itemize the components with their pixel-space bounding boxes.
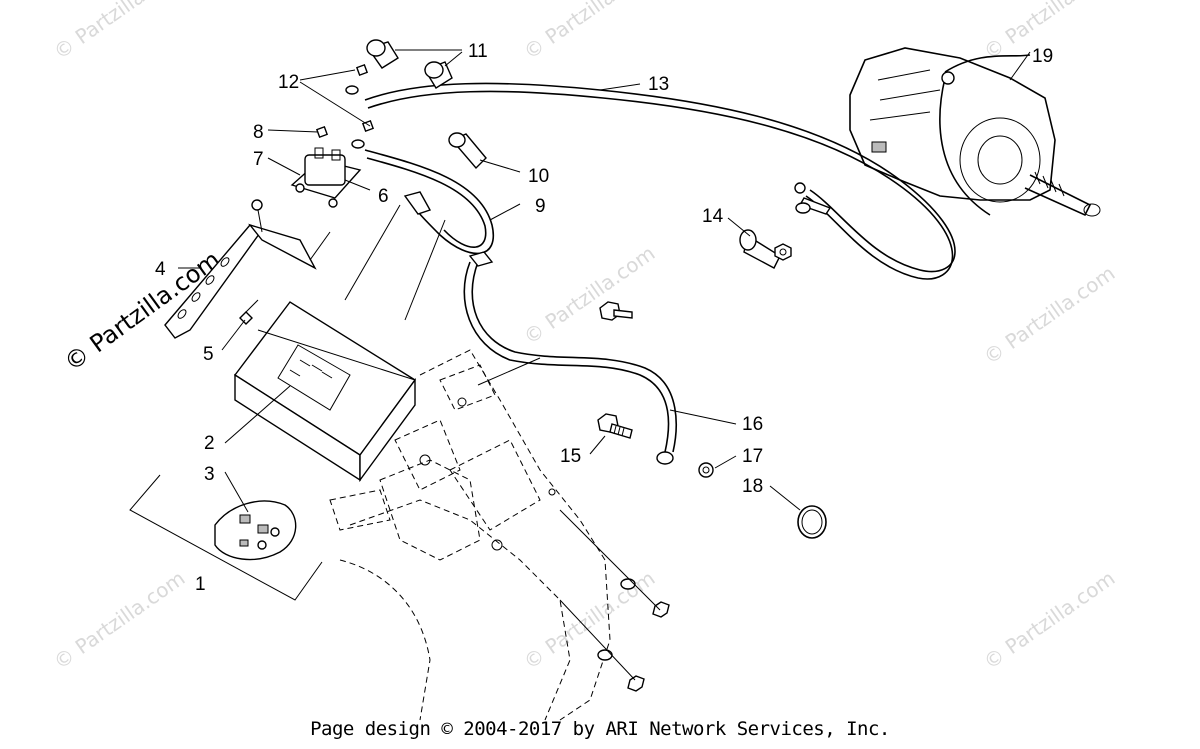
callout-10: 10 <box>528 166 549 187</box>
watermark-layer: © Partzilla.com © Partzilla.com © Partzi… <box>49 0 1119 674</box>
bolt-15 <box>597 413 633 439</box>
callout-9: 9 <box>535 196 546 217</box>
hardware-kit-3 <box>214 500 297 561</box>
solenoid-7 <box>290 147 362 208</box>
clamp-18 <box>797 505 827 539</box>
bracket-4 <box>164 199 317 339</box>
frame-outline <box>329 349 611 721</box>
callout-1: 1 <box>195 574 206 595</box>
callout-labels: 1 2 3 4 5 6 7 8 9 10 11 12 13 14 15 16 1… <box>155 41 1053 595</box>
callout-13: 13 <box>648 74 669 95</box>
kit-bracket-1 <box>129 474 323 601</box>
leader-lines <box>178 49 1031 513</box>
starter-motor <box>849 47 1101 217</box>
watermark: © Partzilla.com <box>49 566 189 674</box>
cable-9 <box>364 132 495 255</box>
callout-6: 6 <box>378 186 389 207</box>
callout-5: 5 <box>203 344 214 365</box>
watermark: © Partzilla.com <box>519 241 659 349</box>
watermark: © Partzilla.com <box>519 0 659 64</box>
watermark: © Partzilla.com <box>979 261 1119 369</box>
callout-15: 15 <box>560 446 581 467</box>
watermark: © Partzilla.com <box>519 566 659 674</box>
lower-fasteners <box>559 509 670 692</box>
watermark: © Partzilla.com <box>49 0 189 64</box>
callout-7: 7 <box>253 149 264 170</box>
callout-2: 2 <box>204 433 215 454</box>
callout-8: 8 <box>253 122 264 143</box>
callout-12: 12 <box>278 72 299 93</box>
cable-13 <box>364 82 956 280</box>
callout-16: 16 <box>742 414 763 435</box>
battery-2 <box>233 301 417 483</box>
callout-17: 17 <box>742 446 763 467</box>
boot-14 <box>739 229 792 269</box>
callout-14: 14 <box>702 206 724 227</box>
cable-16 <box>463 251 677 465</box>
callout-11: 11 <box>468 41 488 62</box>
watermark: © Partzilla.com <box>979 566 1119 674</box>
callout-18: 18 <box>742 476 763 497</box>
frame-bolt <box>599 301 633 321</box>
callout-19: 19 <box>1032 46 1053 67</box>
terminal-boots <box>315 39 453 149</box>
footer-copyright: Page design © 2004-2017 by ARI Network S… <box>310 718 890 740</box>
callout-3: 3 <box>204 464 215 485</box>
callout-4: 4 <box>155 259 166 280</box>
washer-17 <box>698 182 806 478</box>
